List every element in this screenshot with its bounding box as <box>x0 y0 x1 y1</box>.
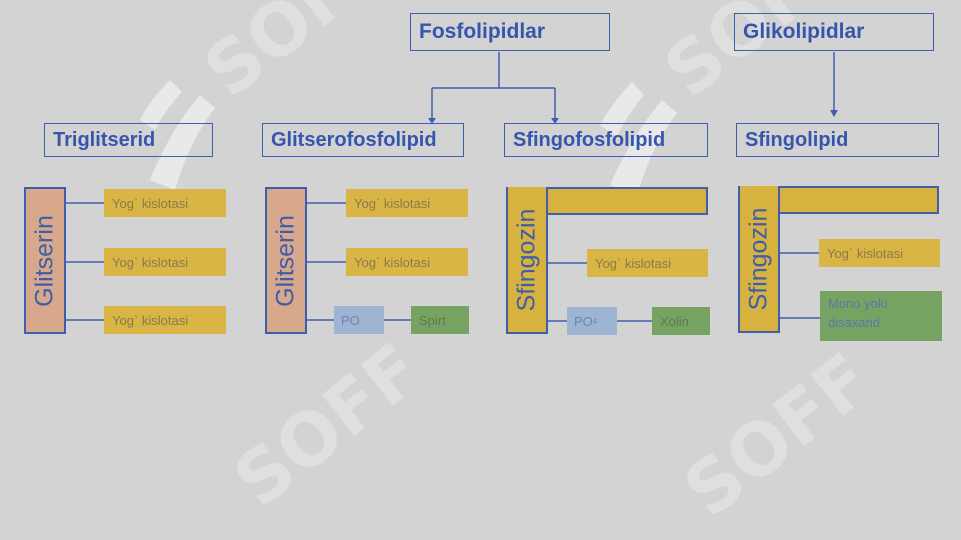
glitserofosfolipid-fatty-acid-2: Yog` kislotasi <box>346 248 468 276</box>
sfingofosfolipid-backbone-label: Sfingozin <box>512 208 541 311</box>
header-sfingolipid: Sfingolipid <box>736 123 939 157</box>
triglitserid-fatty-acid-2: Yog` kislotasi <box>104 248 226 276</box>
header-fosfolipidlar: Fosfolipidlar <box>410 13 610 51</box>
header-glitserofosfolipid: Glitserofosfolipid <box>262 123 464 157</box>
glitserofosfolipid-phosphate: PO <box>334 306 384 334</box>
header-triglitserid: Triglitserid <box>44 123 213 157</box>
sfingofosfolipid-fatty-acid: Yog` kislotasi <box>587 249 708 277</box>
sfingolipid-sugar: Mono yoki disaxarid <box>820 291 942 341</box>
sfingofosfolipid-phosphate-subscript: 4 <box>592 316 598 326</box>
glitserofosfolipid-glycerol-backbone: Glitserin <box>265 187 307 334</box>
sfingolipid-sphingosine-backbone: Sfingozin <box>738 186 780 333</box>
glitserofosfolipid-alcohol: Spirt <box>411 306 469 334</box>
sfingofosfolipid-choline: Xolin <box>652 307 710 335</box>
triglitserid-backbone-label: Glitserin <box>30 214 59 307</box>
header-sfingofosfolipid: Sfingofosfolipid <box>504 123 708 157</box>
sfingofosfolipid-sphingosine-backbone: Sfingozin <box>506 187 548 334</box>
glitserofosfolipid-fatty-acid-1: Yog` kislotasi <box>346 189 468 217</box>
glitserofosfolipid-backbone-label: Glitserin <box>271 214 300 307</box>
triglitserid-fatty-acid-3: Yog` kislotasi <box>104 306 226 334</box>
header-glikolipidlar: Glikolipidlar <box>734 13 934 51</box>
triglitserid-fatty-acid-1: Yog` kislotasi <box>104 189 226 217</box>
sfingolipid-fatty-acid: Yog` kislotasi <box>819 239 940 267</box>
sfingofosfolipid-phosphate-label: PO <box>574 313 593 329</box>
triglitserid-glycerol-backbone: Glitserin <box>24 187 66 334</box>
sfingolipid-backbone-label: Sfingozin <box>744 207 773 310</box>
